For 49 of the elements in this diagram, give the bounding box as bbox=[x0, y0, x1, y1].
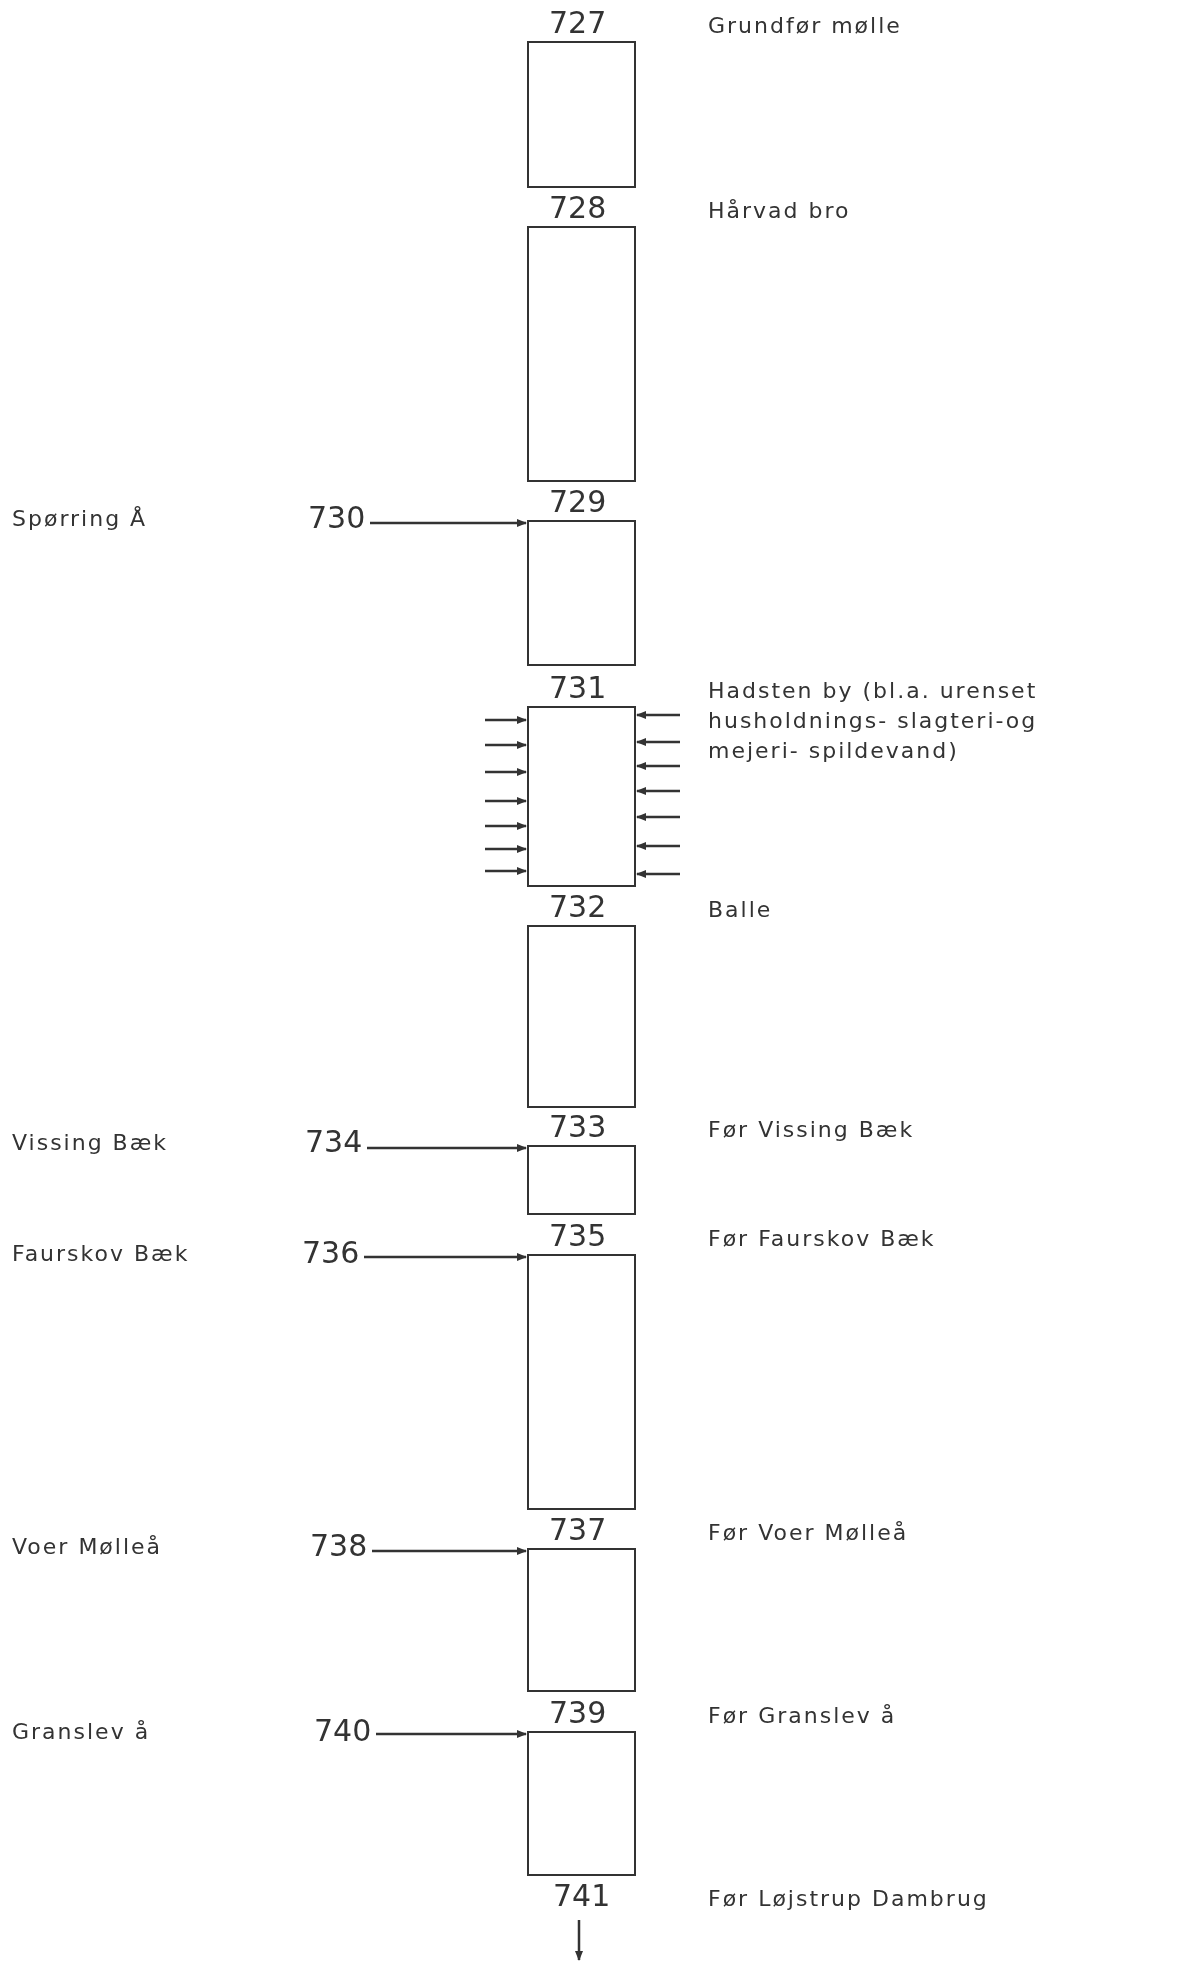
station-number: 729 bbox=[549, 486, 607, 518]
site-label: Før Granslev å bbox=[708, 1702, 897, 1730]
arrow bbox=[575, 1920, 583, 1961]
site-label: Før Faurskov Bæk bbox=[708, 1225, 936, 1253]
station-number: 733 bbox=[549, 1111, 607, 1143]
arrow bbox=[485, 867, 527, 875]
arrow bbox=[485, 716, 527, 724]
site-label: Voer Mølleå bbox=[12, 1533, 163, 1561]
station-number: 731 bbox=[549, 672, 607, 704]
station-number: 739 bbox=[549, 1697, 607, 1729]
site-label: Før Løjstrup Dambrug bbox=[708, 1885, 989, 1913]
site-label: Spørring Å bbox=[12, 505, 148, 533]
arrow bbox=[636, 711, 680, 719]
arrow bbox=[636, 813, 680, 821]
station-number: 736 bbox=[302, 1237, 360, 1269]
station-number: 735 bbox=[549, 1220, 607, 1252]
arrow bbox=[367, 1144, 527, 1152]
site-label: Faurskov Bæk bbox=[12, 1240, 190, 1268]
site-label: Før Vissing Bæk bbox=[708, 1116, 915, 1144]
station-number: 738 bbox=[310, 1530, 368, 1562]
station-number: 732 bbox=[549, 891, 607, 923]
site-label: Vissing Bæk bbox=[12, 1129, 169, 1157]
arrow bbox=[636, 738, 680, 746]
site-label: Hadsten by (bl.a. urenset husholdnings- slagteri-og mejeri- spildevand) bbox=[708, 677, 1039, 765]
site-label: Grundfør mølle bbox=[708, 12, 902, 40]
site-label: Før Voer Mølleå bbox=[708, 1519, 909, 1547]
arrow bbox=[636, 842, 680, 850]
arrow bbox=[485, 822, 527, 830]
station-number: 737 bbox=[549, 1514, 607, 1546]
station-number: 730 bbox=[308, 502, 366, 534]
station-number: 741 bbox=[553, 1880, 611, 1912]
arrow bbox=[636, 870, 680, 878]
arrow bbox=[376, 1730, 527, 1738]
arrow bbox=[485, 845, 527, 853]
arrow bbox=[636, 787, 680, 795]
arrow bbox=[485, 741, 527, 749]
site-label: Balle bbox=[708, 896, 773, 924]
arrow bbox=[485, 768, 527, 776]
arrow bbox=[485, 797, 527, 805]
station-number: 734 bbox=[305, 1126, 363, 1158]
arrow bbox=[636, 762, 680, 770]
site-label: Hårvad bro bbox=[708, 197, 851, 225]
station-number: 727 bbox=[549, 7, 607, 39]
station-number: 728 bbox=[549, 192, 607, 224]
arrow bbox=[370, 519, 527, 527]
arrow bbox=[372, 1547, 527, 1555]
arrow bbox=[364, 1253, 527, 1261]
station-number: 740 bbox=[314, 1715, 372, 1747]
site-label: Granslev å bbox=[12, 1718, 151, 1746]
